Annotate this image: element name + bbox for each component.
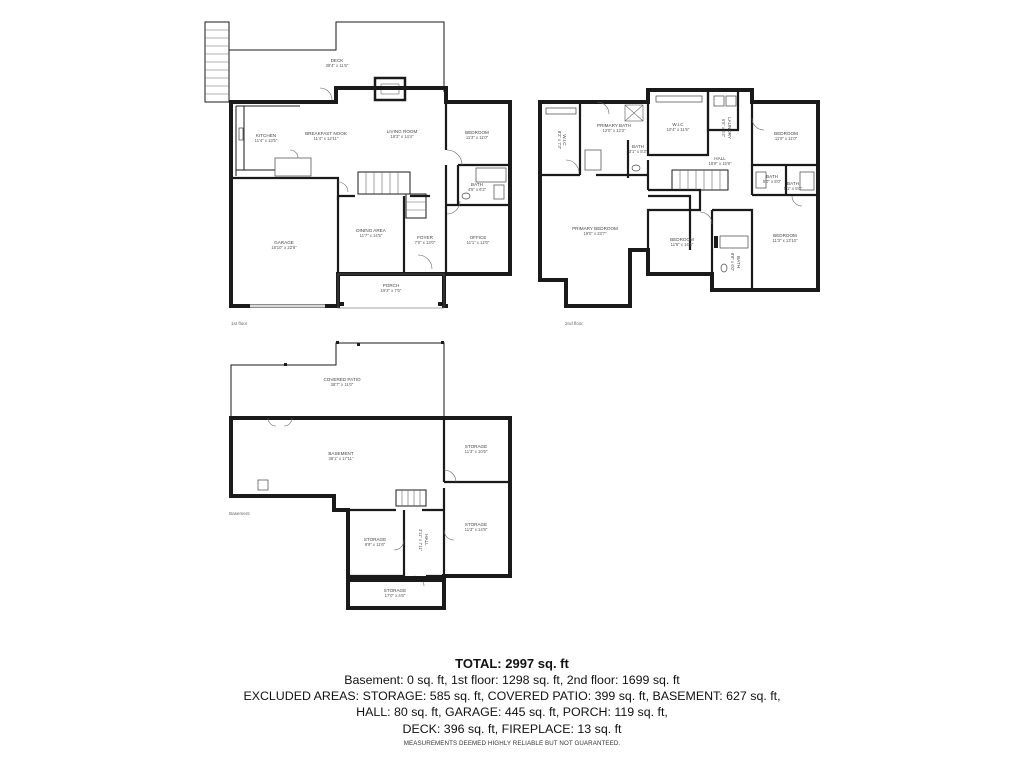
dining-area-name: DINING AREA xyxy=(356,228,387,233)
deck-dims: 38'4" x 11'6" xyxy=(326,63,349,68)
storage-sw-dims: 9'9" x 11'6" xyxy=(365,542,386,547)
total-area: TOTAL: 2997 sq. ft xyxy=(455,656,569,671)
excluded-areas-line-1: EXCLUDED AREAS: STORAGE: 585 sq. ft, COV… xyxy=(243,689,781,704)
laundry-name: LAUNDRY xyxy=(727,117,732,139)
bath-b-name: BATH xyxy=(787,181,799,186)
bath-1f-name: BATH xyxy=(471,182,483,187)
primary-bedroom-dims: 19'0" x 23'7" xyxy=(584,231,607,236)
dining-area-dims: 11'7" x 14'5" xyxy=(360,233,383,238)
bedroom-1f-dims: 11'3" x 11'0" xyxy=(466,135,489,140)
wic-b-name: W.I.C xyxy=(672,122,684,127)
breakfast-nook-dims: 11'4" x 12'11" xyxy=(314,136,339,141)
covered-patio-outline xyxy=(230,342,445,418)
hall-basement-dims: 3'11" x 7'11" xyxy=(418,529,423,552)
bedroom-se-name: BEDROOM xyxy=(773,233,797,238)
first-floor-plan: DECK 38'4" x 11'6" KITCHEN 11'4" x 13'5"… xyxy=(204,21,512,326)
wic-b-dims: 10'4" x 11'5" xyxy=(667,127,690,132)
wic-a-dims: 8'2" x 7'3" xyxy=(557,131,562,150)
storage-sw-name: STORAGE xyxy=(364,537,386,542)
covered-patio-dims: 38'7" x 11'0" xyxy=(331,382,354,387)
garage-dims: 18'10" x 22'6" xyxy=(271,245,297,250)
bedroom-mid-name: BEDROOM xyxy=(670,237,694,242)
deck-outline xyxy=(229,21,445,92)
bath-c-name: BATH xyxy=(736,256,741,268)
basement-plan: COVERED PATIO 38'7" x 11'0" BASEMENT 36'… xyxy=(229,341,512,610)
garage-name: GARAGE xyxy=(274,240,294,245)
living-room-dims: 18'3" x 14'4" xyxy=(391,134,414,139)
living-room-name: LIVING ROOM xyxy=(387,129,418,134)
porch-name: PORCH xyxy=(383,283,400,288)
hall-basement-name: HALL xyxy=(424,534,429,546)
wic-a-name: W.I.C xyxy=(562,134,567,146)
basement-stairs xyxy=(395,489,427,507)
office-dims: 11'1" x 12'0" xyxy=(467,240,490,245)
bath-1f-dims: 4'5" x 6'2" xyxy=(468,187,487,192)
bath-small-name: BATH xyxy=(632,144,644,149)
disclaimer: MEASUREMENTS DEEMED HIGHLY RELIABLE BUT … xyxy=(403,739,621,747)
bedroom-ne-dims: 11'0" x 11'0" xyxy=(775,136,798,141)
second-floor-label: 2nd floor xyxy=(565,321,583,326)
floor-areas-line: Basement: 0 sq. ft, 1st floor: 1298 sq. … xyxy=(344,673,680,687)
office-name: OFFICE xyxy=(470,235,487,240)
kitchen-dims: 11'4" x 13'5" xyxy=(255,138,278,143)
bath-a-name: BATH xyxy=(766,174,778,179)
foyer-dims: 7'0" x 13'0" xyxy=(415,240,436,245)
bedroom-mid-dims: 11'6" x 14'5" xyxy=(671,242,694,247)
bedroom-se-dims: 11'3" x 13'10" xyxy=(773,238,798,243)
bath-small-dims: 3'1" x 5'3" xyxy=(629,149,648,154)
primary-bath-dims: 12'0" x 12'3" xyxy=(603,128,626,133)
bath-b-dims: 5'1" x 5'0" xyxy=(784,186,803,191)
bath-a-dims: 5'0" x 5'0" xyxy=(763,179,782,184)
bedroom-ne-name: BEDROOM xyxy=(774,131,798,136)
second-floor-plan: W.I.C 8'2" x 7'3" PRIMARY BATH 12'0" x 1… xyxy=(538,88,820,326)
floor-plan: DECK 38'4" x 11'6" KITCHEN 11'4" x 13'5"… xyxy=(204,21,820,610)
first-floor-stairs xyxy=(357,171,427,219)
hall-2f-dims: 18'9" x 15'8" xyxy=(709,161,732,166)
excluded-areas-line-2: HALL: 80 sq. ft, GARAGE: 445 sq. ft, POR… xyxy=(356,705,668,720)
basement-floor-label: Basement xyxy=(229,511,250,516)
first-floor-label: 1st floor xyxy=(231,321,248,326)
excluded-areas-line-3: DECK: 396 sq. ft, FIREPLACE: 13 sq. ft xyxy=(402,721,622,736)
primary-bath-name: PRIMARY BATH xyxy=(597,123,631,128)
laundry-dims: 6'5" x 6'4" xyxy=(721,119,726,138)
storage-s-dims: 17'0" x 4'6" xyxy=(385,593,406,598)
storage-ne-dims: 11'3" x 10'6" xyxy=(465,449,488,454)
basement-dims: 36'1" x 17'11" xyxy=(329,456,354,461)
basement-name: BASEMENT xyxy=(328,451,353,456)
foyer-name: FOYER xyxy=(417,235,434,240)
bedroom-1f-name: BEDROOM xyxy=(465,130,489,135)
breakfast-nook-name: BREAKFAST NOOK xyxy=(305,131,348,136)
deck-stairs xyxy=(204,21,230,103)
second-floor-stairs xyxy=(671,169,729,191)
deck-name: DECK xyxy=(331,58,345,63)
area-summary: TOTAL: 2997 sq. ft Basement: 0 sq. ft, 1… xyxy=(0,656,1024,747)
bath-c-dims: 8'8" x 6'0" xyxy=(730,253,735,272)
covered-patio-name: COVERED PATIO xyxy=(323,377,361,382)
hall-2f-name: HALL xyxy=(714,156,726,161)
porch-dims: 19'3" x 7'0" xyxy=(381,288,402,293)
kitchen-name: KITCHEN xyxy=(256,133,276,138)
storage-s-name: STORAGE xyxy=(384,588,406,593)
storage-se-name: STORAGE xyxy=(465,522,487,527)
storage-se-dims: 11'3" x 14'8" xyxy=(465,527,488,532)
primary-bedroom-name: PRIMARY BEDROOM xyxy=(572,226,618,231)
storage-ne-name: STORAGE xyxy=(465,444,487,449)
